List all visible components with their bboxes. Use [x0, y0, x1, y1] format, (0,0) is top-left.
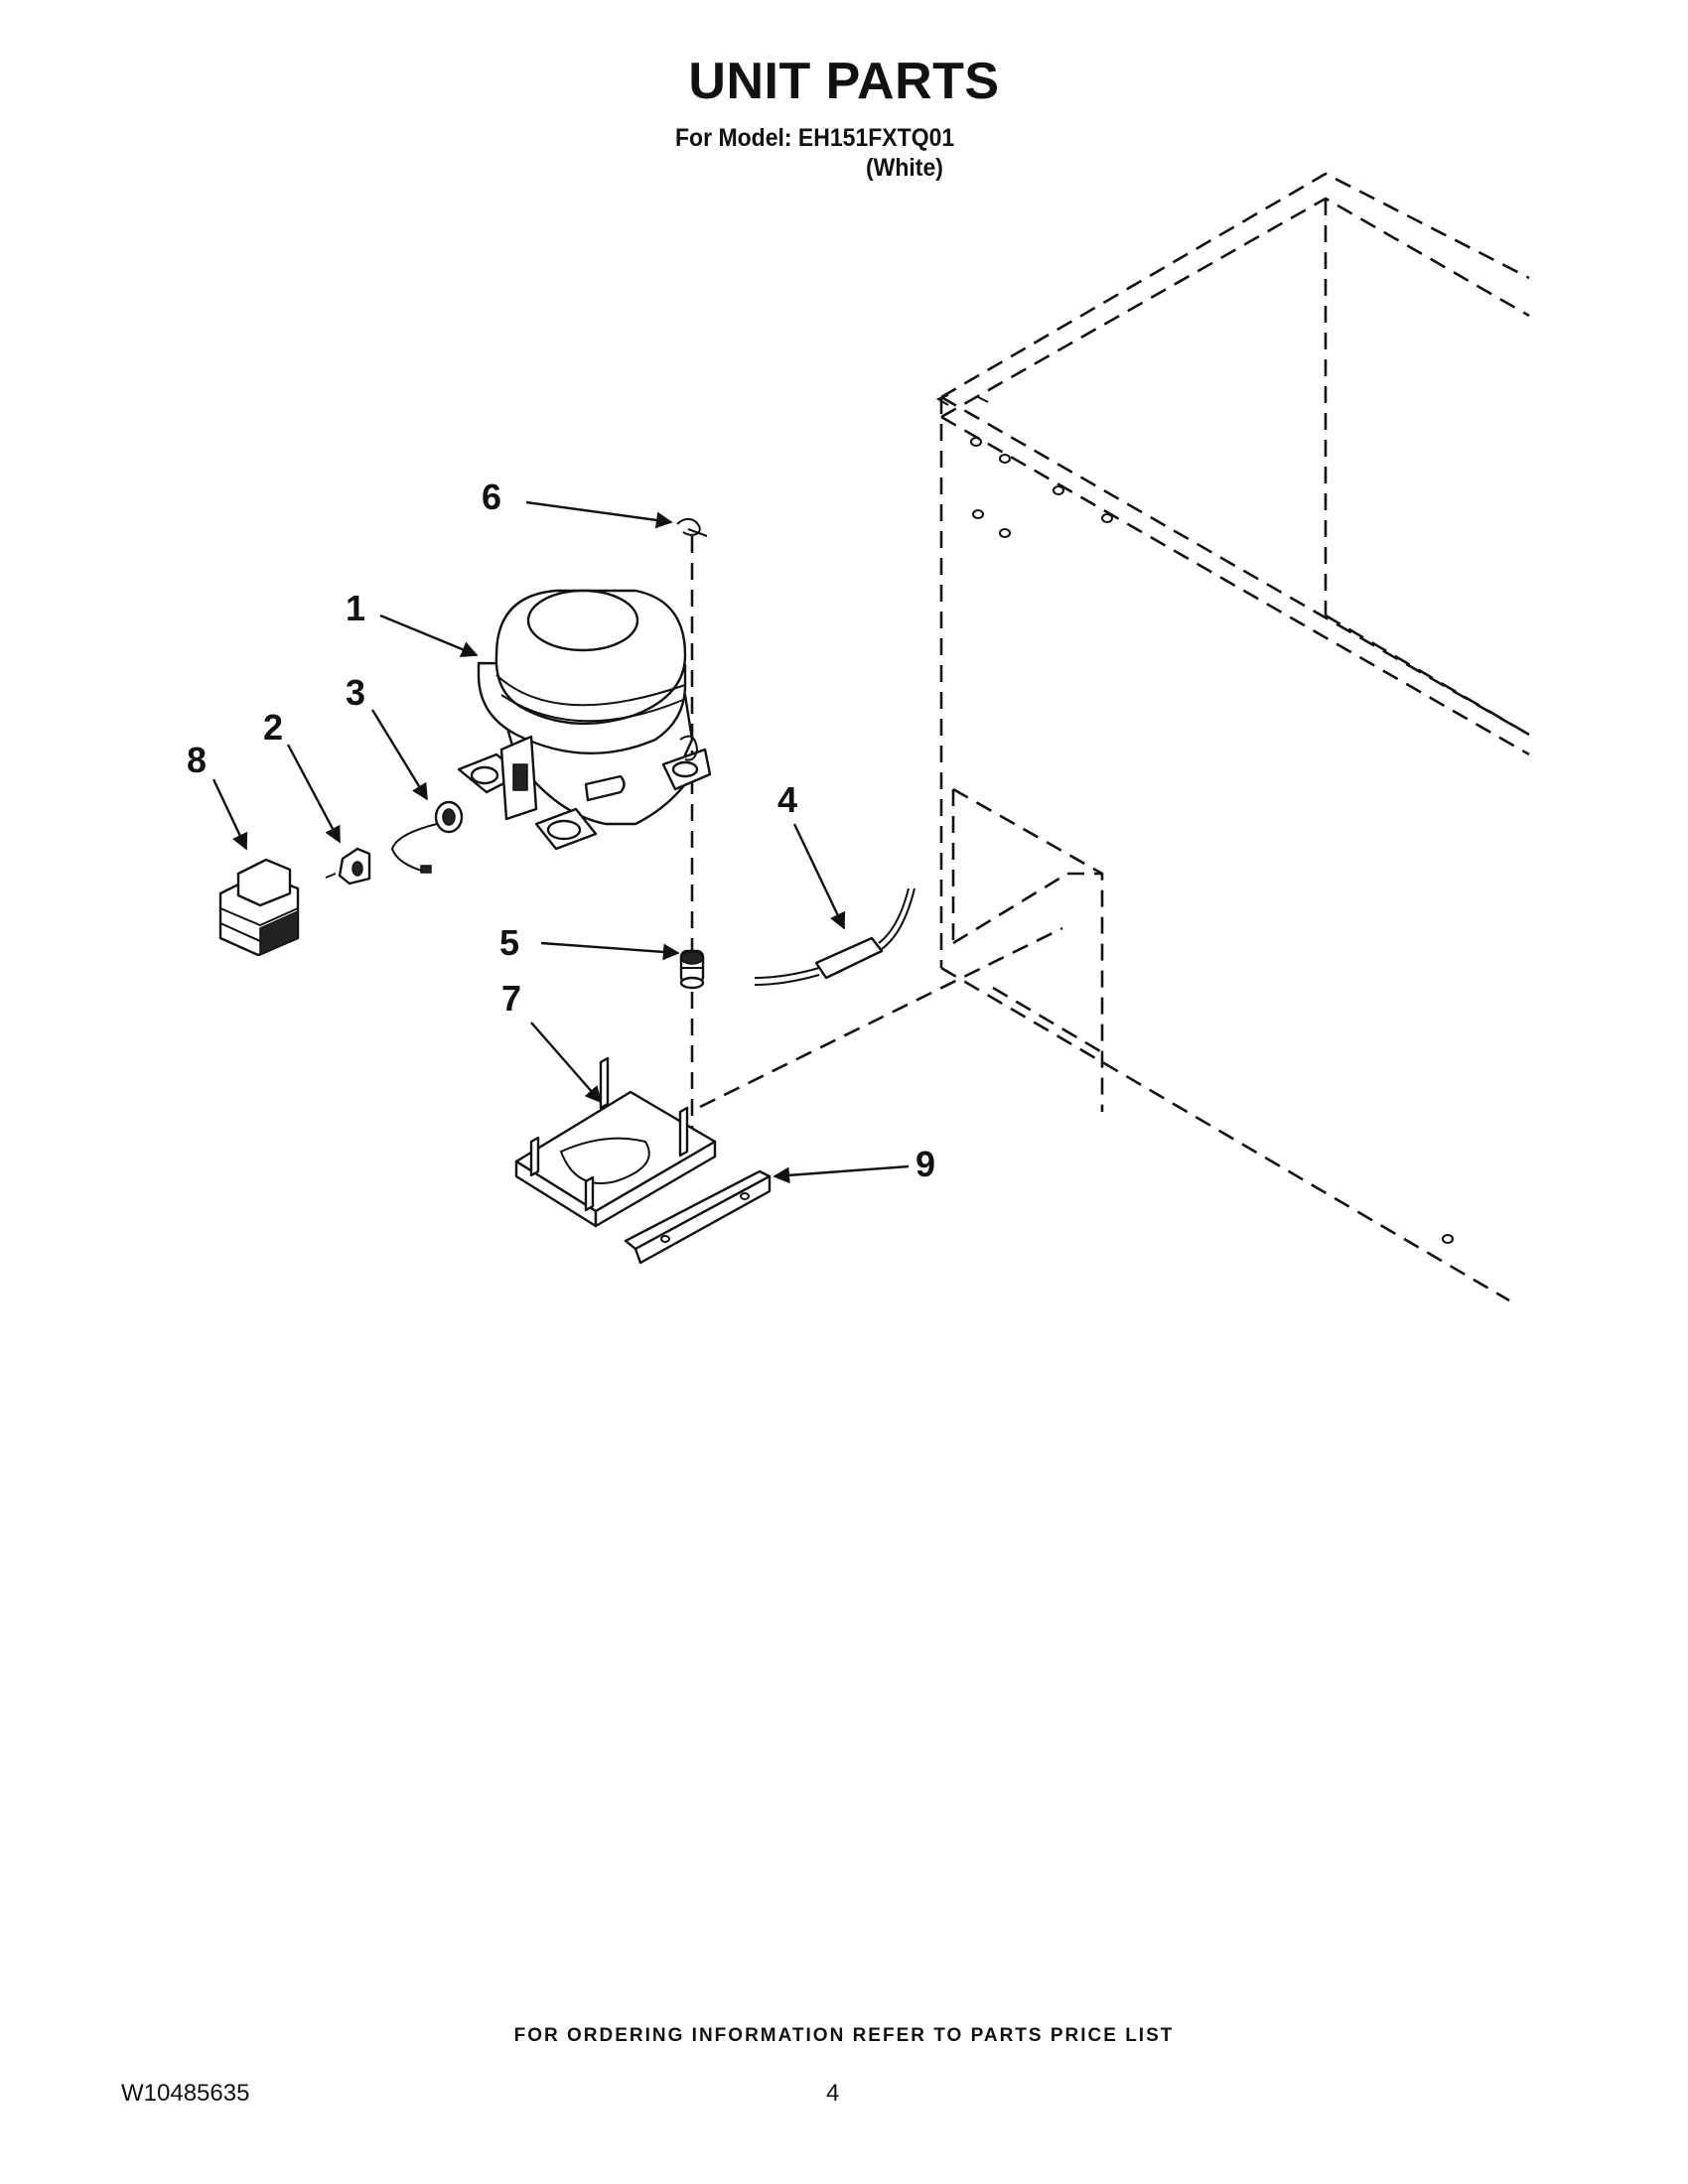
document-number: W10485635 — [121, 2080, 250, 2107]
model-variant: (White) — [866, 154, 943, 182]
overload — [325, 847, 371, 886]
callout-2: 2 — [263, 707, 283, 748]
compressor — [457, 589, 712, 851]
page-number: 4 — [826, 2080, 840, 2107]
grommet — [679, 949, 705, 990]
callout-3: 3 — [346, 672, 365, 713]
callout-8: 8 — [187, 740, 207, 780]
ordering-note: FOR ORDERING INFORMATION REFER TO PARTS … — [513, 2025, 1175, 2046]
callout-7: 7 — [501, 978, 521, 1019]
cabinet-screw-holes — [935, 394, 1454, 1244]
leader-lines — [211, 500, 910, 1184]
page-title: UNIT PARTS — [688, 53, 1000, 110]
drier — [754, 887, 915, 986]
compressor-base — [514, 1056, 717, 1228]
base-rail — [624, 1169, 772, 1265]
model-line: For Model: EH151FXTQ01 — [675, 124, 955, 152]
clip — [676, 518, 708, 537]
callout-4: 4 — [777, 779, 797, 820]
callout-9: 9 — [915, 1144, 935, 1184]
relay — [218, 858, 300, 957]
cabinet-outline — [699, 172, 1530, 1302]
callout-1: 1 — [346, 588, 365, 628]
wire-harness — [390, 800, 464, 874]
callout-6: 6 — [482, 477, 501, 517]
callout-5: 5 — [499, 922, 519, 963]
